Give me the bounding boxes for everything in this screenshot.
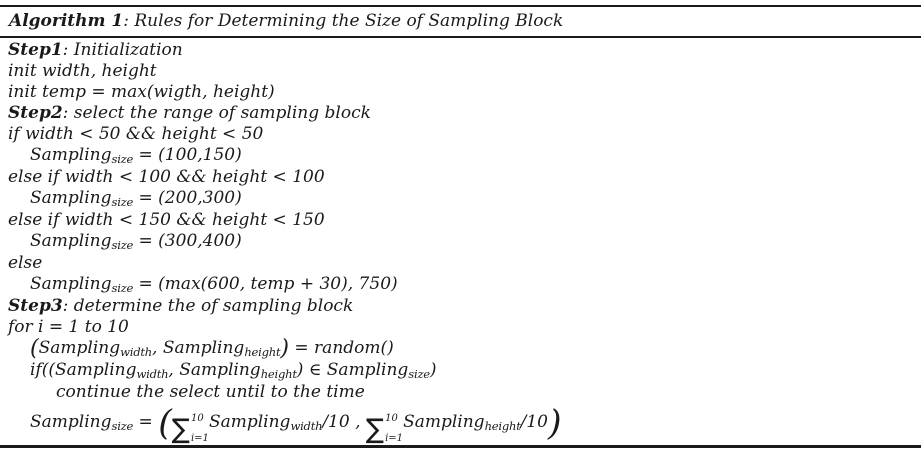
code-segment: continue the select until to the time: [56, 382, 365, 402]
sigma-glyph: ∑: [171, 414, 190, 445]
code-segment: height: [260, 367, 297, 382]
code-segment: ,: [168, 360, 180, 380]
code-segment: Step2: [8, 103, 63, 123]
code-segment: width: [120, 345, 153, 360]
algorithm-title-text: : Rules for Determining the Size of Samp…: [123, 11, 564, 31]
code-line: init width, height: [8, 61, 924, 82]
code-segment: : Initialization: [62, 40, 183, 60]
sigma-glyph: ∑: [365, 414, 385, 445]
code-segment: if((: [30, 360, 55, 380]
code-segment: size: [111, 238, 134, 253]
summation-icon: ∑10 i=1: [365, 414, 403, 446]
header-rule: [0, 36, 921, 38]
code-line: if((Samplingwidth, Samplingheight) ∈ Sam…: [8, 360, 924, 382]
code-line: Samplingsize = (300,400): [8, 231, 924, 253]
code-segment: if width < 50 && height < 50: [8, 124, 264, 144]
code-segment: size: [111, 419, 134, 434]
code-segment: for i = 1 to 10: [8, 317, 129, 337]
code-segment: ): [547, 403, 562, 444]
code-segment: Sampling: [38, 338, 121, 358]
code-line: init temp = max(wigth, height): [8, 82, 924, 103]
code-segment: Sampling: [208, 412, 291, 432]
code-line: else if width < 100 && height < 100: [8, 167, 924, 188]
code-segment: Sampling: [30, 412, 112, 432]
code-segment: Step1: [8, 40, 63, 60]
algorithm-box: Algorithm 1: Rules for Determining the S…: [0, 5, 924, 449]
code-segment: size: [111, 281, 134, 296]
code-segment: Sampling: [30, 231, 112, 251]
code-segment: Step3: [8, 296, 63, 316]
algorithm-title: Algorithm 1: Rules for Determining the S…: [0, 7, 924, 36]
code-segment: = (300,400): [133, 231, 242, 251]
summation-limits: 10 i=1: [190, 414, 209, 445]
code-segment: (: [158, 403, 172, 444]
code-segment: Sampling: [179, 360, 261, 380]
code-line: Samplingsize = (200,300): [8, 188, 924, 210]
code-segment: Sampling: [30, 188, 112, 208]
code-line: else: [8, 253, 924, 274]
code-segment: Sampling: [30, 145, 112, 165]
code-segment: width: [290, 419, 323, 434]
code-segment: init temp = max(wigth, height): [8, 82, 275, 102]
code-segment: else: [8, 253, 43, 273]
code-segment: : determine the of sampling block: [62, 296, 354, 316]
code-segment: height: [484, 419, 521, 434]
code-segment: =: [133, 412, 159, 432]
algorithm-label: Algorithm 1: [9, 11, 124, 31]
code-segment: = (100,150): [133, 145, 242, 165]
code-segment: size: [111, 195, 134, 210]
code-segment: (: [30, 335, 39, 362]
code-segment: width: [136, 367, 169, 382]
code-segment: Sampling: [55, 360, 137, 380]
code-line: else if width < 150 && height < 150: [8, 210, 924, 231]
code-segment: = random(): [289, 338, 394, 358]
code-segment: Sampling: [403, 412, 485, 432]
sum-upper-limit: 10: [385, 413, 398, 424]
code-segment: size: [111, 152, 134, 167]
code-segment: else if width < 100 && height < 100: [8, 167, 325, 187]
code-segment: ) ∈: [296, 360, 327, 380]
code-segment: size: [408, 367, 430, 382]
code-segment: ): [429, 360, 437, 380]
code-segment: /10: [520, 412, 548, 432]
summation-icon: ∑10 i=1: [171, 414, 209, 446]
code-line: Samplingsize = (100,150): [8, 145, 924, 167]
code-segment: : select the range of sampling block: [62, 103, 371, 123]
code-segment: /10 ,: [322, 412, 366, 432]
sum-upper-limit: 10: [190, 413, 204, 424]
code-line: if width < 50 && height < 50: [8, 124, 924, 145]
code-segment: Sampling: [30, 274, 112, 294]
code-segment: ): [280, 335, 289, 362]
code-line: Step1: Initialization: [8, 40, 924, 61]
code-segment: Sampling: [326, 360, 409, 380]
code-line: (Samplingwidth, Samplingheight) = random…: [8, 335, 924, 362]
code-segment: ,: [152, 338, 163, 358]
code-segment: Sampling: [162, 338, 245, 358]
code-line: for i = 1 to 10: [8, 317, 924, 338]
code-segment: else if width < 150 && height < 150: [8, 210, 325, 230]
code-line: continue the select until to the time: [8, 382, 924, 403]
code-segment: init width, height: [8, 61, 157, 81]
code-segment: height: [244, 345, 281, 360]
summation-limits: 10 i=1: [384, 414, 403, 445]
code-line: Step2: select the range of sampling bloc…: [8, 103, 924, 124]
top-rule: [0, 5, 921, 7]
bottom-rule: [0, 445, 921, 448]
code-line: Step3: determine the of sampling block: [8, 296, 924, 317]
code-segment: = (200,300): [133, 188, 242, 208]
code-segment: = (max(600, temp + 30), 750): [133, 274, 398, 294]
sum-lower-limit: i=1: [385, 433, 404, 444]
sum-lower-limit: i=1: [190, 433, 209, 444]
code-line: Samplingsize = (max(600, temp + 30), 750…: [8, 274, 924, 296]
